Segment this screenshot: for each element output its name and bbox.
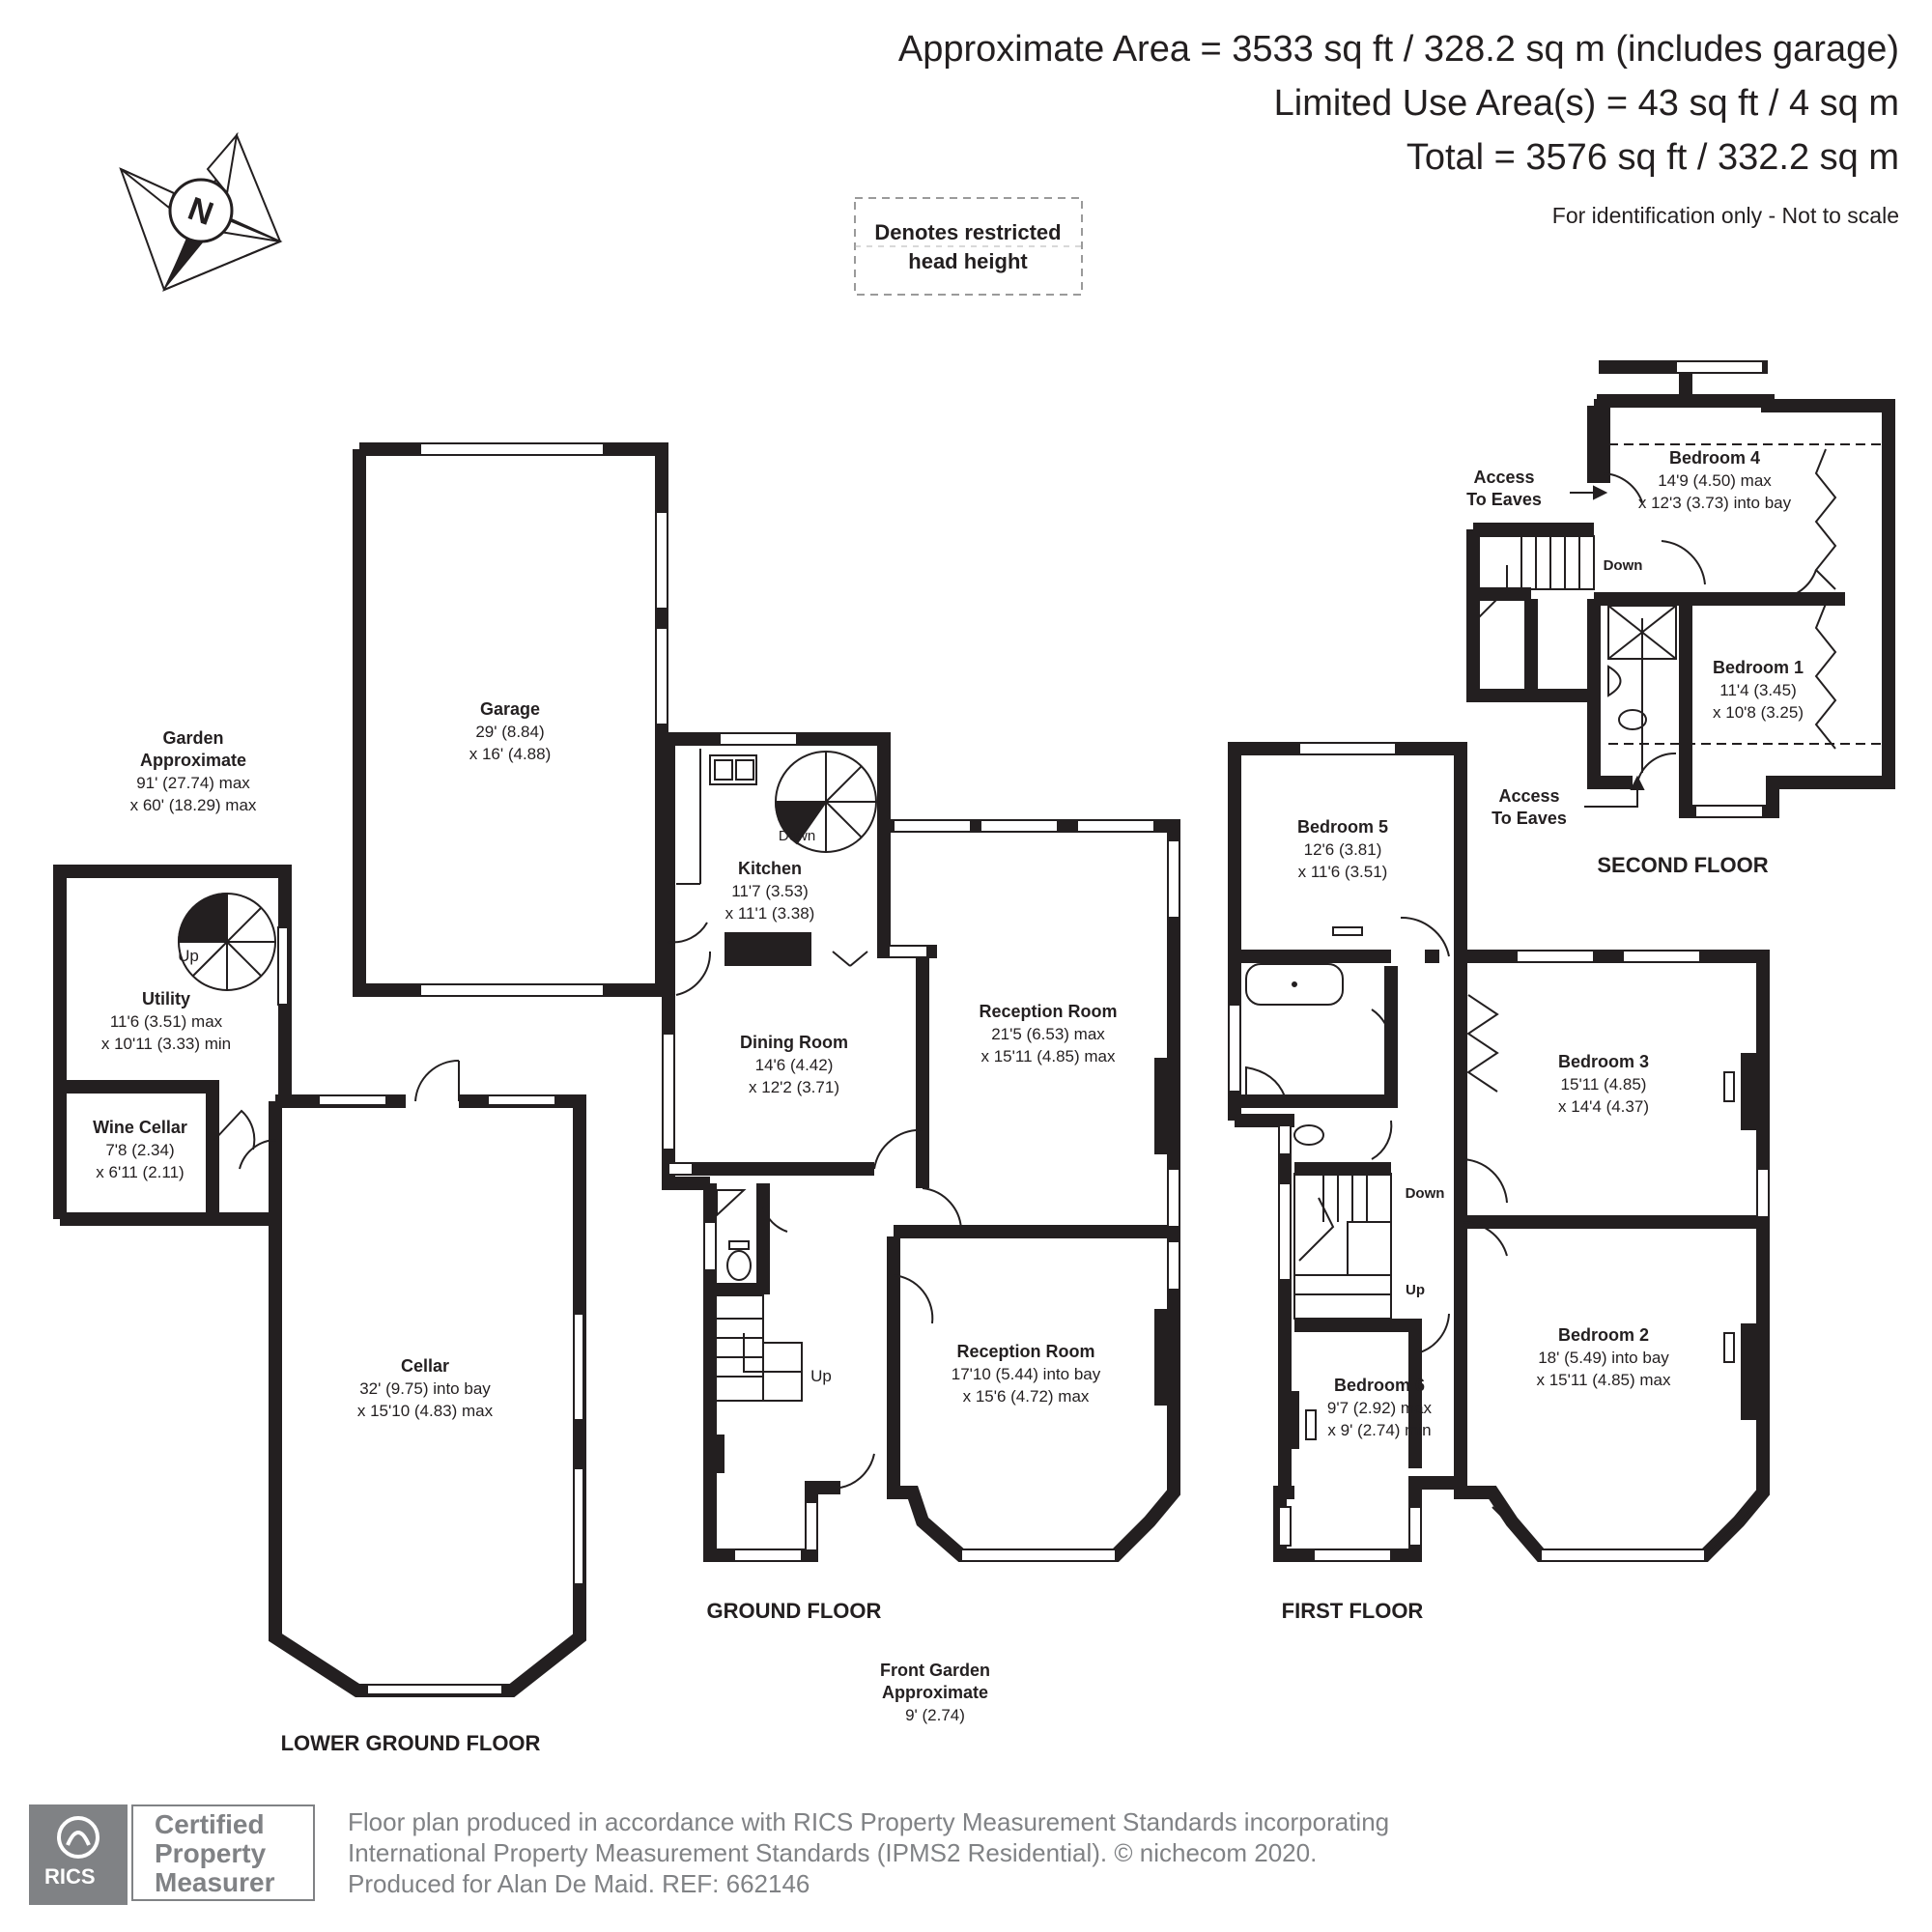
bedroom1-line1: 11'4 (3.45) bbox=[1719, 681, 1796, 699]
bedroom4-line1: 14'9 (4.50) max bbox=[1658, 471, 1772, 490]
total-area-text: Total = 3576 sq ft / 332.2 sq m bbox=[1406, 137, 1899, 178]
limited-use-area-text: Limited Use Area(s) = 43 sq ft / 4 sq m bbox=[1273, 83, 1899, 124]
garage-walls bbox=[353, 442, 668, 997]
bedroom5-title: Bedroom 5 bbox=[1297, 817, 1388, 837]
lower-ground-floor-title: LOWER GROUND FLOOR bbox=[281, 1731, 541, 1755]
bedroom4-title: Bedroom 4 bbox=[1669, 448, 1760, 468]
kitchen-stair-down-label: Down bbox=[779, 828, 815, 844]
second-stair-down-label: Down bbox=[1604, 557, 1643, 574]
kitchen-title: Kitchen bbox=[738, 859, 802, 878]
utility-line2: x 10'11 (3.33) min bbox=[101, 1035, 231, 1053]
second-floor-stairs-icon bbox=[1477, 535, 1595, 619]
reception1-line2: x 15'11 (4.85) max bbox=[981, 1047, 1116, 1065]
spiral-stair-down bbox=[774, 751, 877, 853]
bedroom4-line2: x 12'3 (3.73) into bay bbox=[1638, 494, 1792, 512]
front-garden-line1: Approximate bbox=[882, 1683, 988, 1702]
kitchen-sink-icon bbox=[676, 749, 757, 885]
garden-line1: Approximate bbox=[140, 751, 246, 770]
ground-wc-icon bbox=[716, 1189, 752, 1281]
garden-line2: 91' (27.74) max bbox=[136, 774, 250, 792]
eaves-top-line1: Access bbox=[1473, 468, 1534, 487]
garden-line3: x 60' (18.29) max bbox=[130, 796, 257, 814]
spiral-stair-up bbox=[177, 892, 276, 991]
cellar-line1: 32' (9.75) into bay bbox=[359, 1379, 491, 1398]
rics-certified-badge: RICS Certified Property Measurer bbox=[29, 1804, 319, 1905]
cellar-title: Cellar bbox=[401, 1356, 449, 1376]
utility-stair-up-label: Up bbox=[178, 947, 199, 965]
eaves-bottom-line2: To Eaves bbox=[1492, 809, 1567, 828]
garage-line2: x 16' (4.88) bbox=[469, 745, 552, 763]
legend-line2: head height bbox=[908, 249, 1028, 273]
garden-title: Garden bbox=[162, 728, 223, 748]
cert-line2: Property bbox=[155, 1838, 267, 1868]
footer-text: Floor plan produced in accordance with R… bbox=[348, 1806, 1389, 1899]
bedroom3-title: Bedroom 3 bbox=[1558, 1052, 1649, 1071]
wine-cellar-title: Wine Cellar bbox=[93, 1118, 187, 1137]
bedroom5-line2: x 11'6 (3.51) bbox=[1298, 863, 1388, 881]
lower-ground-floor bbox=[53, 865, 586, 1697]
reception1-line1: 21'5 (6.53) max bbox=[991, 1025, 1105, 1043]
footer-line1: Floor plan produced in accordance with R… bbox=[348, 1807, 1390, 1836]
bedroom1-title: Bedroom 1 bbox=[1713, 658, 1804, 677]
rics-abbrev: RICS bbox=[44, 1864, 96, 1889]
second-floor-title: SECOND FLOOR bbox=[1597, 853, 1768, 877]
bedroom3-line1: 15'11 (4.85) bbox=[1561, 1075, 1647, 1094]
approximate-area-text: Approximate Area = 3533 sq ft / 328.2 sq… bbox=[897, 29, 1899, 70]
wine-cellar-line1: 7'8 (2.34) bbox=[105, 1141, 174, 1159]
eaves-bottom-line1: Access bbox=[1498, 786, 1559, 806]
cellar-line2: x 15'10 (4.83) max bbox=[357, 1402, 494, 1420]
restricted-height-legend: Denotes restricted head height bbox=[854, 197, 1083, 296]
bedroom2-title: Bedroom 2 bbox=[1558, 1325, 1649, 1345]
garage-line1: 29' (8.84) bbox=[475, 723, 544, 741]
ground-floor-title: GROUND FLOOR bbox=[707, 1599, 882, 1623]
bedroom6-line1: 9'7 (2.92) max bbox=[1327, 1399, 1433, 1417]
utility-title: Utility bbox=[142, 989, 190, 1009]
certified-measurer-label: Certified Property Measurer bbox=[131, 1804, 315, 1901]
kitchen-line2: x 11'1 (3.38) bbox=[725, 904, 815, 923]
first-floor-title: FIRST FLOOR bbox=[1282, 1599, 1424, 1623]
garage-title: Garage bbox=[480, 699, 540, 719]
front-garden-title: Front Garden bbox=[880, 1661, 990, 1680]
reception2-line1: 17'10 (5.44) into bay bbox=[952, 1365, 1101, 1383]
bedroom1-line2: x 10'8 (3.25) bbox=[1713, 703, 1804, 722]
dining-line2: x 12'2 (3.71) bbox=[749, 1078, 839, 1096]
utility-line1: 11'6 (3.51) max bbox=[110, 1012, 223, 1031]
north-compass-icon: N bbox=[119, 131, 283, 292]
first-floor-stairs-icon bbox=[1293, 1173, 1392, 1320]
footer-line2: International Property Measurement Stand… bbox=[348, 1838, 1318, 1867]
wine-cellar-line2: x 6'11 (2.11) bbox=[96, 1163, 184, 1181]
reception2-title: Reception Room bbox=[956, 1342, 1094, 1361]
reception2-line2: x 15'6 (4.72) max bbox=[963, 1387, 1090, 1406]
front-garden-line2: 9' (2.74) bbox=[905, 1706, 965, 1724]
reception1-title: Reception Room bbox=[979, 1002, 1117, 1021]
not-to-scale-note: For identification only - Not to scale bbox=[1551, 203, 1899, 228]
ground-stair-up-label: Up bbox=[810, 1367, 832, 1385]
bedroom5-line1: 12'6 (3.81) bbox=[1304, 840, 1382, 859]
cert-line3: Measurer bbox=[155, 1867, 275, 1897]
cert-line1: Certified bbox=[155, 1809, 265, 1839]
eaves-top-line2: To Eaves bbox=[1466, 490, 1542, 509]
bedroom3-line2: x 14'4 (4.37) bbox=[1558, 1097, 1649, 1116]
room-labels: Garden Approximate 91' (27.74) max x 60'… bbox=[93, 448, 1804, 1755]
footer-line3: Produced for Alan De Maid. REF: 662146 bbox=[348, 1869, 810, 1898]
dining-line1: 14'6 (4.42) bbox=[755, 1056, 834, 1074]
kitchen-line1: 11'7 (3.53) bbox=[731, 882, 808, 900]
ground-floor-stairs-icon bbox=[714, 1293, 803, 1402]
rics-logo-icon: RICS bbox=[29, 1804, 128, 1905]
dining-title: Dining Room bbox=[740, 1033, 848, 1052]
bedroom6-line2: x 9' (2.74) min bbox=[1327, 1421, 1431, 1439]
bedroom2-line1: 18' (5.49) into bay bbox=[1538, 1349, 1669, 1367]
bedroom2-line2: x 15'11 (4.85) max bbox=[1537, 1371, 1671, 1389]
first-stair-up-label: Up bbox=[1406, 1282, 1425, 1298]
legend-line1: Denotes restricted bbox=[874, 220, 1061, 244]
bedroom6-title: Bedroom 6 bbox=[1334, 1376, 1425, 1395]
first-stair-down-label: Down bbox=[1406, 1185, 1445, 1202]
